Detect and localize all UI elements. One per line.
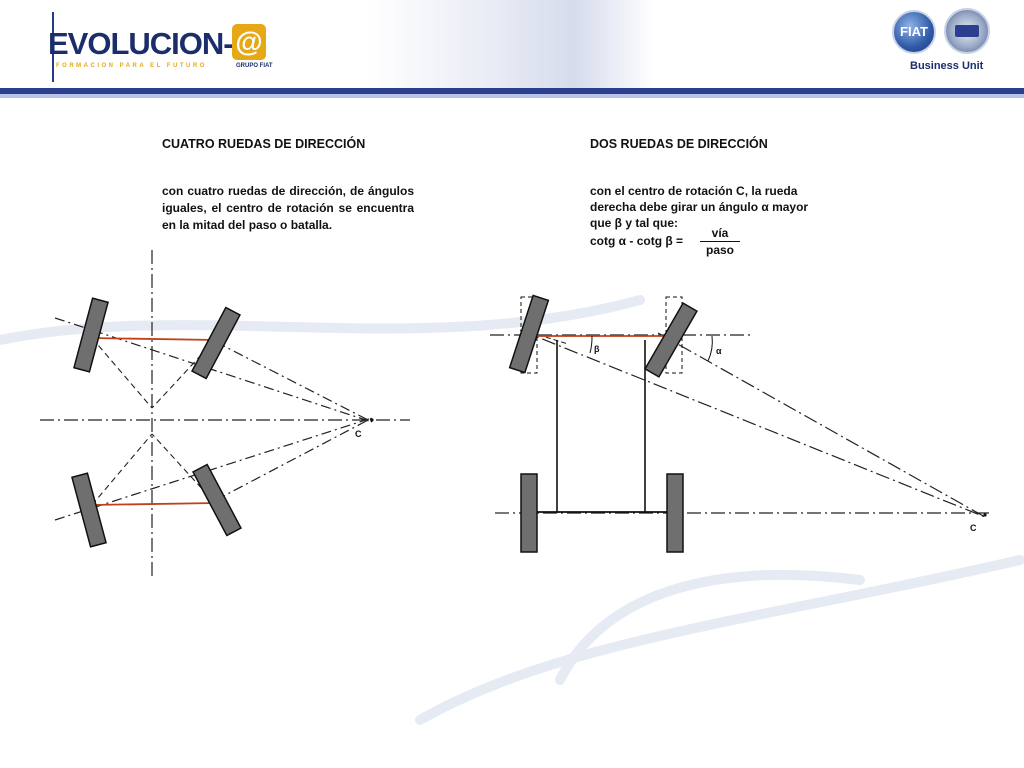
left-title: CUATRO RUEDAS DE DIRECCIÓN [162, 137, 366, 151]
logo-bar [52, 12, 54, 82]
line-rear-left-to-c [54, 417, 373, 521]
background-watermark [0, 295, 1024, 725]
wheel-outline-front-right [665, 296, 683, 374]
evolucion-logo-text: EVOLUCION- [48, 26, 234, 61]
line-rear-right-to-c [215, 417, 373, 501]
header-band-light [0, 94, 1024, 98]
formula-fraction: vía paso [700, 226, 740, 257]
wheel-rear-right [666, 473, 684, 553]
center-point-c-right [983, 513, 987, 517]
wheel-rear-left [71, 472, 107, 548]
header-background [0, 0, 1024, 88]
right-title: DOS RUEDAS DE DIRECCIÓN [590, 137, 768, 151]
alpha-label: α [716, 346, 722, 356]
line-front-left-to-c [54, 317, 373, 423]
linkage-1 [91, 337, 153, 409]
wheel-front-right [191, 306, 241, 380]
center-label-right: C [970, 523, 977, 533]
wheel-rear-left [520, 473, 538, 553]
left-description: con cuatro ruedas de dirección, de ángul… [162, 184, 414, 232]
wheel-rear-right [192, 463, 242, 537]
four-wheel-diagram: C [40, 250, 410, 580]
line-left-wheel-to-c [519, 329, 986, 518]
formula-lhs: cotg α - cotg β = [590, 234, 684, 248]
center-label-left: C [355, 429, 362, 439]
watermark-stroke-3 [555, 569, 865, 685]
lancia-badge-shield [955, 25, 979, 37]
fiat-badge-icon: FIAT [892, 10, 936, 54]
formula-denominator: paso [705, 243, 734, 257]
wheel-front-right [644, 302, 698, 378]
lancia-badge-icon [944, 8, 990, 54]
two-wheel-diagram: β α C [490, 294, 992, 553]
beta-label: β [594, 344, 600, 354]
formula-numerator: vía [700, 226, 740, 242]
alpha-arc [707, 335, 713, 362]
front-axle [89, 337, 217, 341]
watermark-stroke-2 [415, 555, 1024, 725]
rear-axle [89, 502, 217, 506]
line-front-right-to-c [215, 341, 373, 423]
beta-arc [589, 335, 593, 354]
right-description-line-1: con el centro de rotación C, la rueda [590, 184, 798, 198]
right-description: con el centro de rotación C, la rueda de… [590, 183, 840, 231]
center-point-c [370, 418, 374, 422]
header-band [0, 88, 1024, 94]
wheel-front-left [508, 294, 550, 374]
wheel-front-left [73, 297, 109, 373]
business-unit-label: Business Unit [910, 60, 984, 72]
logo-group: GRUPO FIAT [236, 63, 273, 69]
right-description-line-3: que β y tal que: [590, 216, 679, 230]
logo-tagline: FORMACION PARA EL FUTURO [56, 63, 207, 69]
linkage-3 [91, 433, 153, 506]
line-right-wheel-to-c [657, 332, 986, 518]
slide-header: EVOLUCION- @ FORMACION PARA EL FUTURO GR… [0, 0, 1024, 104]
logo-at-icon: @ [232, 24, 266, 60]
brand-logos: FIAT Business Unit [888, 6, 998, 74]
right-description-line-2: derecha debe girar un ángulo α mayor [590, 200, 809, 214]
wheel-outline-front-left [520, 296, 538, 374]
